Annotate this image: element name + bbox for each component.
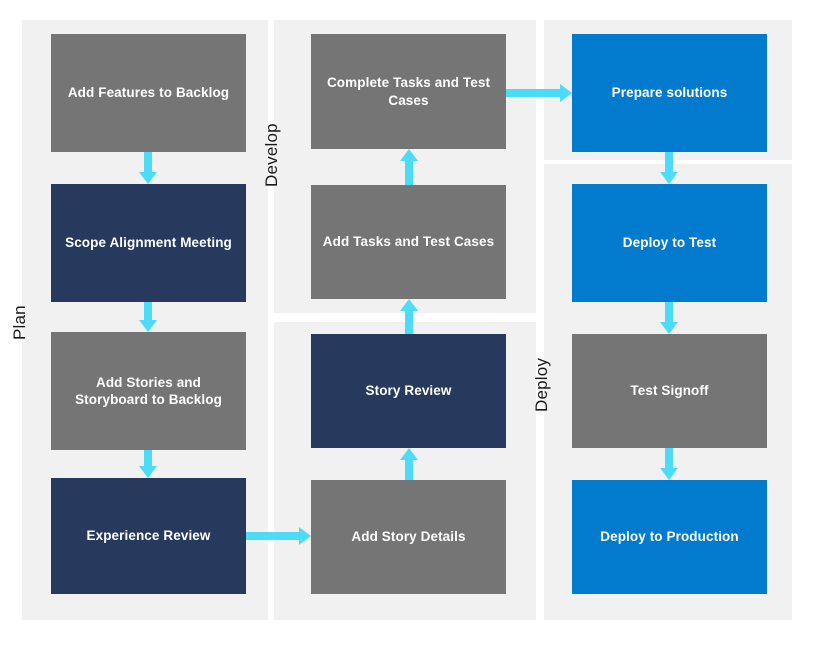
arrow-head [660, 322, 678, 334]
arrow-shaft [144, 450, 152, 466]
arrow-head [299, 527, 311, 545]
process-node-test-signoff[interactable]: Test Signoff [572, 334, 767, 448]
arrow-head [400, 299, 418, 311]
group-label-plan: Plan [10, 305, 29, 340]
arrow-shaft [144, 152, 152, 172]
arrow-shaft [506, 89, 560, 97]
process-node-story-review[interactable]: Story Review [311, 334, 506, 448]
arrow-head [400, 448, 418, 460]
arrow-head [139, 172, 157, 184]
arrow-head [660, 468, 678, 480]
arrow-shaft [665, 152, 673, 172]
process-node-add-features-to-backlog[interactable]: Add Features to Backlog [51, 34, 246, 152]
arrow-head [400, 149, 418, 161]
arrow-shaft [144, 302, 152, 320]
process-node-deploy-to-test[interactable]: Deploy to Test [572, 184, 767, 302]
process-node-complete-tasks-and-test-cases[interactable]: Complete Tasks and Test Cases [311, 34, 506, 149]
process-node-prepare-solutions[interactable]: Prepare solutions [572, 34, 767, 152]
arrow-shaft [405, 460, 413, 480]
process-node-deploy-to-production[interactable]: Deploy to Production [572, 480, 767, 594]
arrow-shaft [665, 302, 673, 322]
arrow-shaft [405, 311, 413, 334]
group-label-deploy: Deploy [532, 357, 551, 412]
process-node-add-stories-and-storyboard[interactable]: Add Stories and Storyboard to Backlog [51, 332, 246, 450]
process-node-scope-alignment-meeting[interactable]: Scope Alignment Meeting [51, 184, 246, 302]
process-node-experience-review[interactable]: Experience Review [51, 478, 246, 594]
group-label-develop: Develop [262, 122, 281, 187]
arrow-shaft [665, 448, 673, 468]
arrow-head [139, 466, 157, 478]
arrow-shaft [246, 532, 299, 540]
process-node-add-tasks-and-test-cases[interactable]: Add Tasks and Test Cases [311, 185, 506, 299]
arrow-head [660, 172, 678, 184]
arrow-head [560, 84, 572, 102]
arrow-shaft [405, 161, 413, 185]
process-node-add-story-details[interactable]: Add Story Details [311, 480, 506, 594]
arrow-head [139, 320, 157, 332]
